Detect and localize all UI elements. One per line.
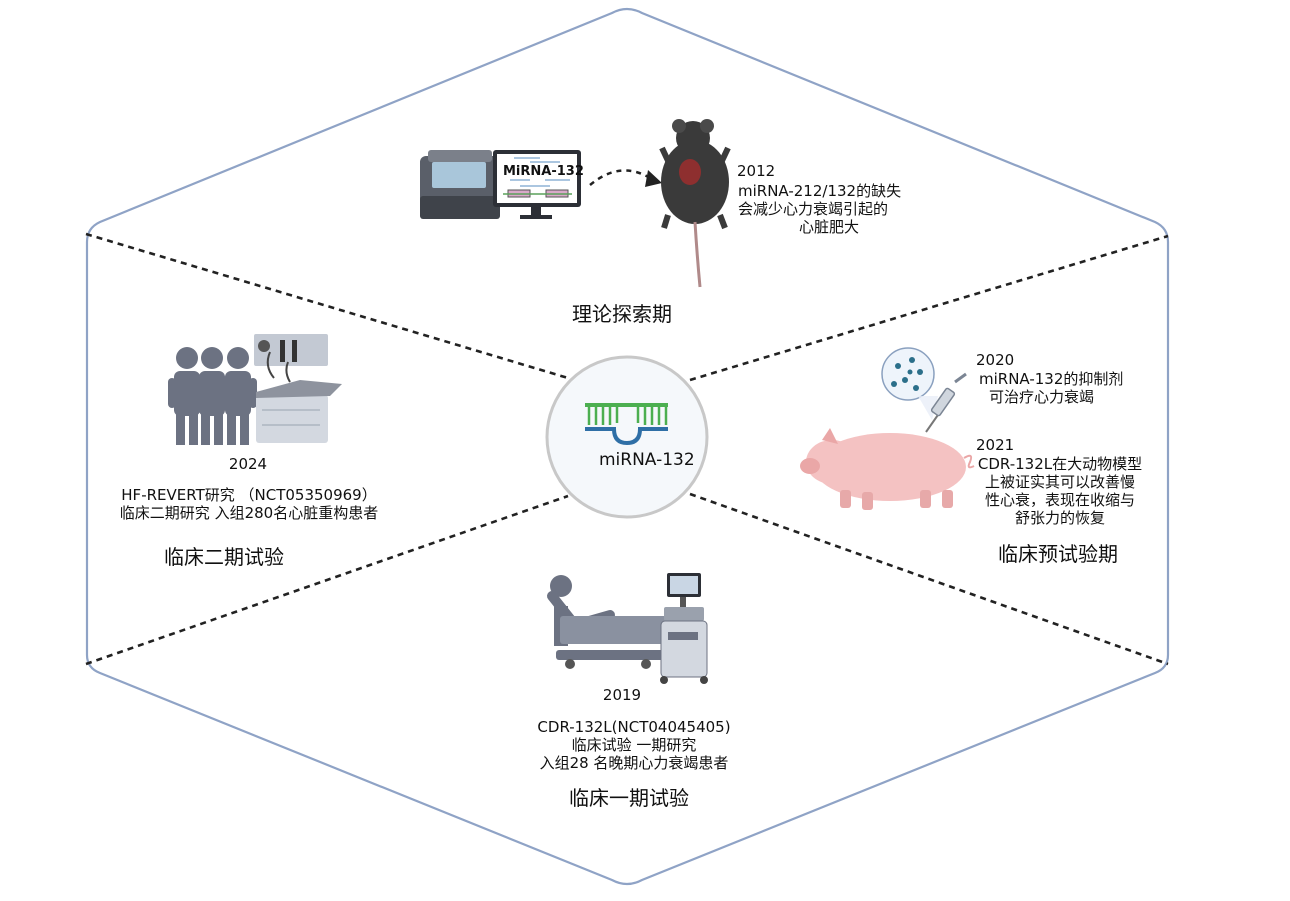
preclinical-event1-year: 2020 [976, 351, 1015, 369]
dashed-arrow [589, 169, 651, 186]
phase2-title: 临床二期试验 [164, 545, 284, 569]
pig-icon [800, 428, 975, 510]
molecule-bubble-icon [881, 347, 938, 420]
divider-bottom-right [689, 492, 1169, 666]
divider-top-left [85, 232, 569, 380]
sequencer-icon [420, 150, 500, 219]
people-icon [168, 347, 257, 445]
theory-title: 理论探索期 [572, 302, 672, 326]
divider-lines [85, 232, 1169, 666]
center-circle [545, 355, 709, 519]
phase1-line-3: 入组28 名晚期心力衰竭患者 [539, 754, 729, 772]
phase1-year: 2019 [602, 686, 642, 704]
phase1-line-1: CDR-132L(NCT04045405) [537, 718, 731, 736]
preclinical-event2-line-3: 性心衰，表现在收缩与 [984, 491, 1135, 509]
arrow-head-icon [645, 170, 662, 187]
rna-hairpin-icon [585, 403, 668, 446]
phase2-year: 2024 [228, 455, 268, 473]
center-label: miRNA-132 [599, 450, 695, 470]
preclinical-title: 临床预试验期 [998, 542, 1118, 566]
phase2-description: HF-REVERT研究 （NCT05350969） 临床二期研究 入组280名心… [96, 486, 402, 522]
phase2-line-1: HF-REVERT研究 （NCT05350969） [121, 486, 377, 504]
ultrasound-icon [660, 573, 708, 684]
phase1-description: CDR-132L(NCT04045405) 临床试验 一期研究 入组28 名晚期… [516, 718, 752, 772]
mouse-icon [659, 119, 731, 288]
theory-description: miRNA-212/132的缺失 会减少心力衰竭引起的 心脏肥大 [738, 182, 920, 236]
preclinical-event1-line-1: miRNA-132的抑制剂 [979, 370, 1124, 388]
phase2-line-2: 临床二期研究 入组280名心脏重构患者 [119, 504, 379, 522]
preclinical-event2-line-4: 舒张力的恢复 [1014, 509, 1105, 527]
exam-room-icon [254, 334, 342, 443]
divider-bottom-left [85, 494, 569, 666]
theory-line-3: 心脏肥大 [798, 218, 859, 236]
preclinical-event1-line-2: 可治疗心力衰竭 [989, 388, 1095, 406]
syringe-icon [925, 372, 967, 433]
phase1-title: 临床一期试验 [569, 786, 689, 810]
hexagon-frame [85, 7, 1170, 886]
screen-label: MiRNA-132 [503, 164, 584, 179]
preclinical-event2-line-1: CDR-132L在大动物模型 [977, 455, 1143, 473]
preclinical-event2-line-2: 上被证实其可以改善慢 [984, 473, 1135, 491]
theory-line-1: miRNA-212/132的缺失 [738, 182, 902, 200]
monitor-icon [493, 150, 581, 219]
theory-year: 2012 [737, 162, 776, 180]
preclinical-event2-description: CDR-132L在大动物模型 上被证实其可以改善慢 性心衰，表现在收缩与 舒张力… [972, 455, 1148, 527]
phase1-line-2: 临床试验 一期研究 [571, 736, 697, 754]
preclinical-event1-description: miRNA-132的抑制剂 可治疗心力衰竭 [979, 370, 1123, 406]
preclinical-event2-year: 2021 [976, 436, 1015, 454]
theory-line-2: 会减少心力衰竭引起的 [738, 200, 889, 218]
